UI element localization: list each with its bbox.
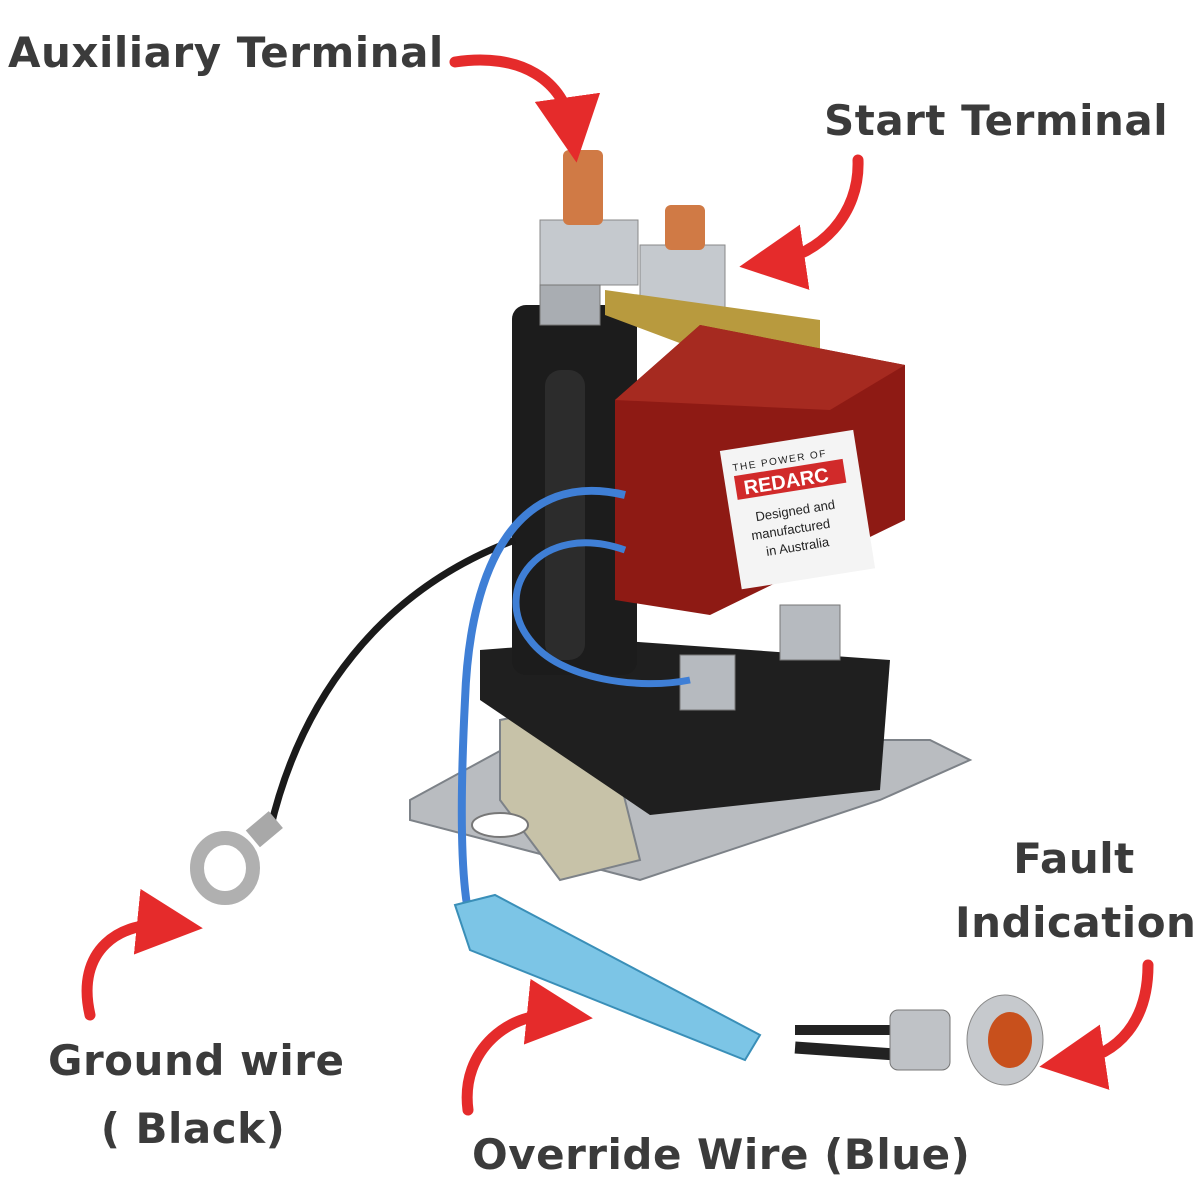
label-override-wire: Override Wire (Blue): [472, 1130, 971, 1179]
arrow-auxiliary-terminal: [449, 54, 601, 163]
arrow-override-wire: [461, 978, 593, 1116]
solenoid-base: [480, 640, 890, 815]
label-fault-indication-line2: Indication: [955, 898, 1197, 947]
fault-indicator-led: [794, 994, 1044, 1086]
auxiliary-terminal: [539, 150, 639, 326]
override-wire: [453, 486, 762, 1062]
label-start-terminal: Start Terminal: [824, 96, 1169, 145]
label-auxiliary-terminal: Auxiliary Terminal: [8, 28, 444, 77]
arrow-ground-wire: [81, 888, 203, 1021]
arrow-fault-indication: [1039, 959, 1154, 1090]
product-sticker: THE POWER OF REDARC Designed and manufac…: [719, 429, 876, 590]
ground-wire: [190, 536, 517, 905]
label-ground-wire-line1: Ground wire: [48, 1036, 345, 1085]
label-ground-wire-line2: ( Black): [100, 1104, 286, 1153]
label-fault-indication-line1: Fault: [1013, 834, 1135, 883]
lower-nut: [779, 604, 841, 661]
arrow-start-terminal: [739, 154, 864, 290]
